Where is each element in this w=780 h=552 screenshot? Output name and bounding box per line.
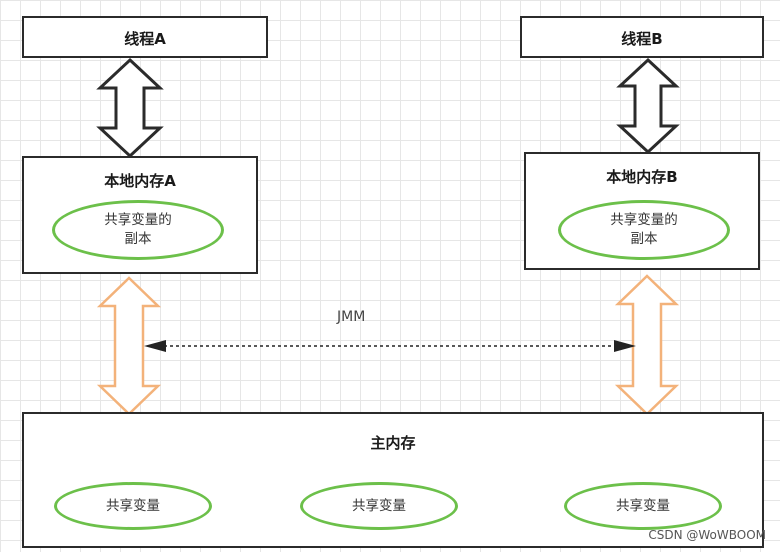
thread-b-box: 线程B	[520, 16, 764, 58]
jmm-label: JMM	[337, 309, 366, 325]
local-memory-a-copy-line1: 共享变量的	[104, 212, 172, 228]
watermark: CSDN @WoWBOOM	[648, 528, 766, 542]
main-memory-title: 主内存	[370, 434, 416, 452]
shared-variable-2-label: 共享变量	[352, 497, 406, 514]
local-memory-b-copy: 共享变量的 副本	[558, 200, 730, 260]
shared-variable-2: 共享变量	[300, 482, 458, 530]
jmm-arrow	[144, 340, 636, 352]
local-memory-a-copy-line2: 副本	[124, 231, 152, 247]
local-memory-b-box: 本地内存B 共享变量的 副本	[524, 152, 760, 270]
local-memory-b-title: 本地内存B	[606, 168, 678, 186]
local-memory-b-copy-line2: 副本	[630, 231, 658, 247]
local-memory-a-copy: 共享变量的 副本	[52, 200, 224, 260]
shared-variable-1-label: 共享变量	[106, 497, 160, 514]
local-memory-b-copy-line1: 共享变量的	[610, 212, 678, 228]
shared-variable-3-label: 共享变量	[616, 497, 670, 514]
thread-a-label: 线程A	[124, 30, 166, 48]
shared-variable-3: 共享变量	[564, 482, 722, 530]
local-memory-a-title: 本地内存A	[104, 172, 176, 190]
thread-a-local-arrow	[96, 57, 164, 159]
local-memory-a-box: 本地内存A 共享变量的 副本	[22, 156, 258, 274]
main-memory-box: 主内存 共享变量 共享变量 共享变量	[22, 412, 764, 548]
thread-a-box: 线程A	[22, 16, 268, 58]
shared-variable-1: 共享变量	[54, 482, 212, 530]
thread-b-local-arrow	[616, 57, 680, 155]
thread-b-label: 线程B	[621, 30, 663, 48]
